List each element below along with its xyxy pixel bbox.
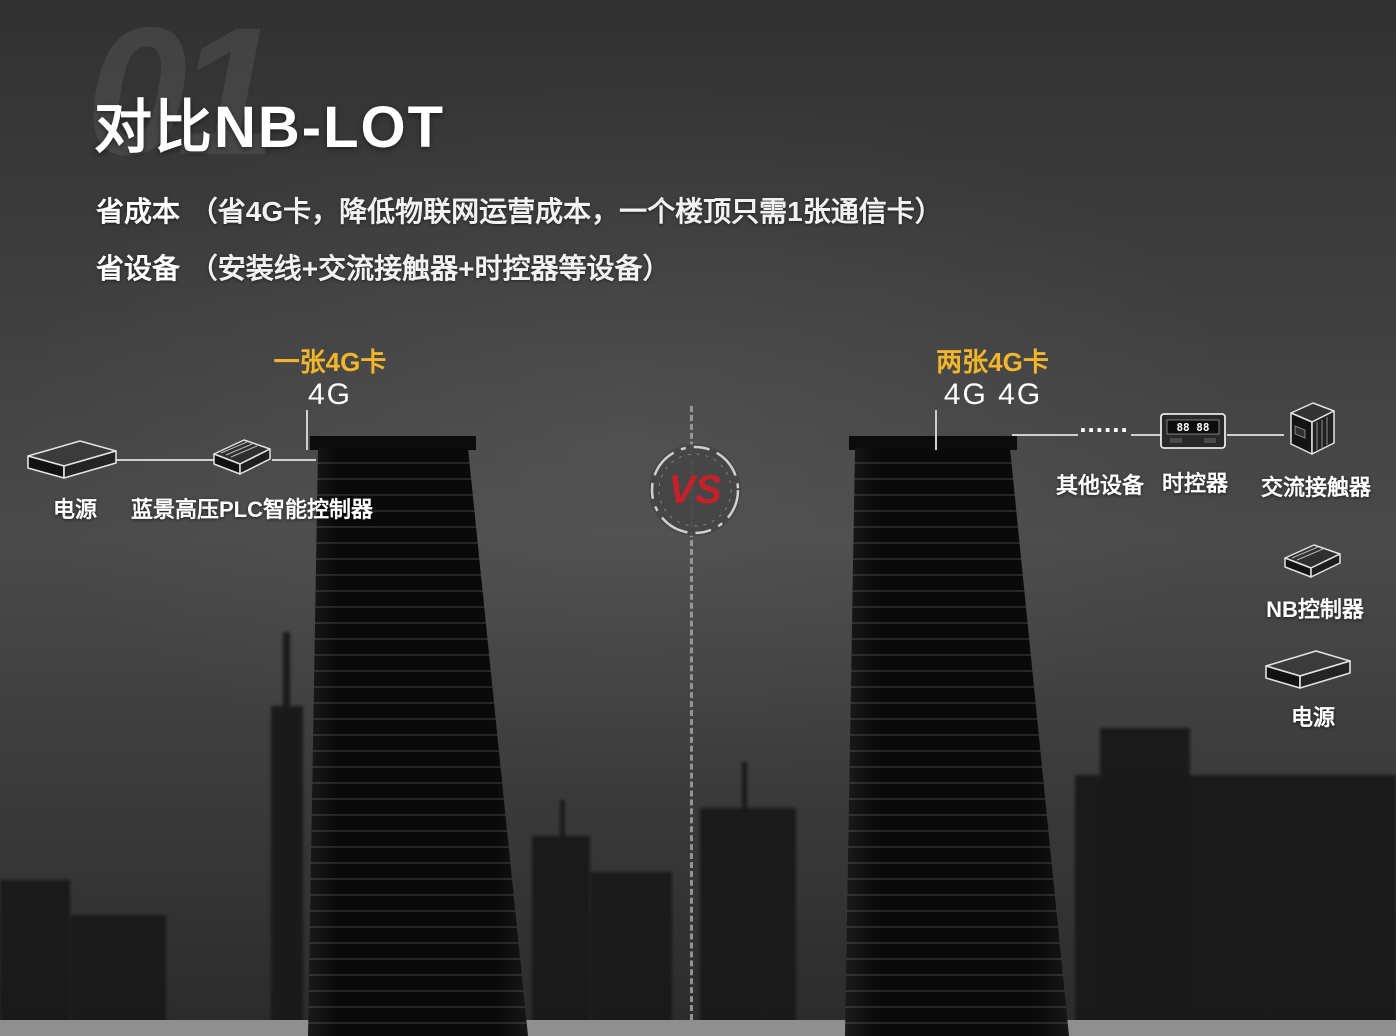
skyline-block — [0, 880, 70, 1036]
left-network-label: 4G — [307, 378, 353, 411]
benefit-line-cost: 省成本 （省4G卡，降低物联网运营成本，一个楼顶只需1张通信卡） — [96, 190, 943, 230]
right-network-label: 4G 4G — [943, 378, 1043, 411]
skyline-block — [532, 836, 590, 1036]
plc-controller-icon — [208, 430, 278, 487]
skyline-antenna — [560, 800, 565, 840]
left-building — [308, 448, 528, 1036]
ground-strip — [0, 1020, 1396, 1036]
page-title: 对比NB-LOT — [94, 95, 446, 160]
timer-display: 88 88 — [1176, 421, 1209, 434]
skyline-block — [271, 706, 303, 1036]
left-sim-card-label: 一张4G卡 — [273, 347, 387, 377]
benefit-text: （省4G卡，降低物联网运营成本，一个楼顶只需1张通信卡） — [189, 196, 943, 227]
right-building — [845, 448, 1069, 1036]
divider-dashed-line — [690, 406, 693, 1020]
right-sim-card-label: 两张4G卡 — [936, 347, 1049, 377]
left-building-roof — [310, 436, 476, 450]
ac-contactor-label: 交流接触器 — [1260, 475, 1371, 500]
skyline-antenna — [742, 762, 747, 812]
other-devices-label: 其他设备 — [1055, 473, 1144, 498]
nb-controller-icon — [1280, 534, 1346, 591]
power-supply-icon — [24, 434, 120, 489]
connector-line — [1131, 434, 1164, 436]
skyline-block — [70, 915, 166, 1036]
benefit-label: 省成本 — [96, 196, 181, 227]
power-supply-icon — [1262, 644, 1354, 699]
right-building-roof — [849, 436, 1017, 450]
connector-line — [1012, 434, 1078, 436]
vs-text: VS — [668, 468, 722, 512]
skyline-block — [1075, 775, 1396, 1036]
benefit-line-device: 省设备 （安装线+交流接触器+时控器等设备） — [96, 247, 671, 287]
skyline-block — [700, 808, 796, 1036]
benefit-text: （安装线+交流接触器+时控器等设备） — [189, 253, 671, 284]
vs-badge: VS — [645, 440, 745, 540]
watermark-number: 01 — [86, 0, 278, 193]
benefit-label: 省设备 — [96, 253, 181, 284]
power-label: 电源 — [1290, 705, 1335, 730]
skyline-block — [590, 872, 672, 1036]
nb-controller-label: NB控制器 — [1266, 597, 1364, 622]
left-antenna-line — [306, 410, 308, 450]
connector-line — [116, 459, 216, 461]
timer-device-icon: 88 88 — [1158, 408, 1228, 459]
timer-label: 时控器 — [1161, 471, 1228, 496]
ac-contactor-icon — [1282, 396, 1342, 467]
plc-controller-label: 蓝景高压PLC智能控制器 — [130, 497, 373, 522]
ellipsis-dots: ...... — [1079, 408, 1129, 438]
connector-line — [1227, 434, 1284, 436]
connector-line — [272, 459, 316, 461]
right-antenna-line — [935, 410, 937, 450]
power-label: 电源 — [52, 497, 97, 522]
